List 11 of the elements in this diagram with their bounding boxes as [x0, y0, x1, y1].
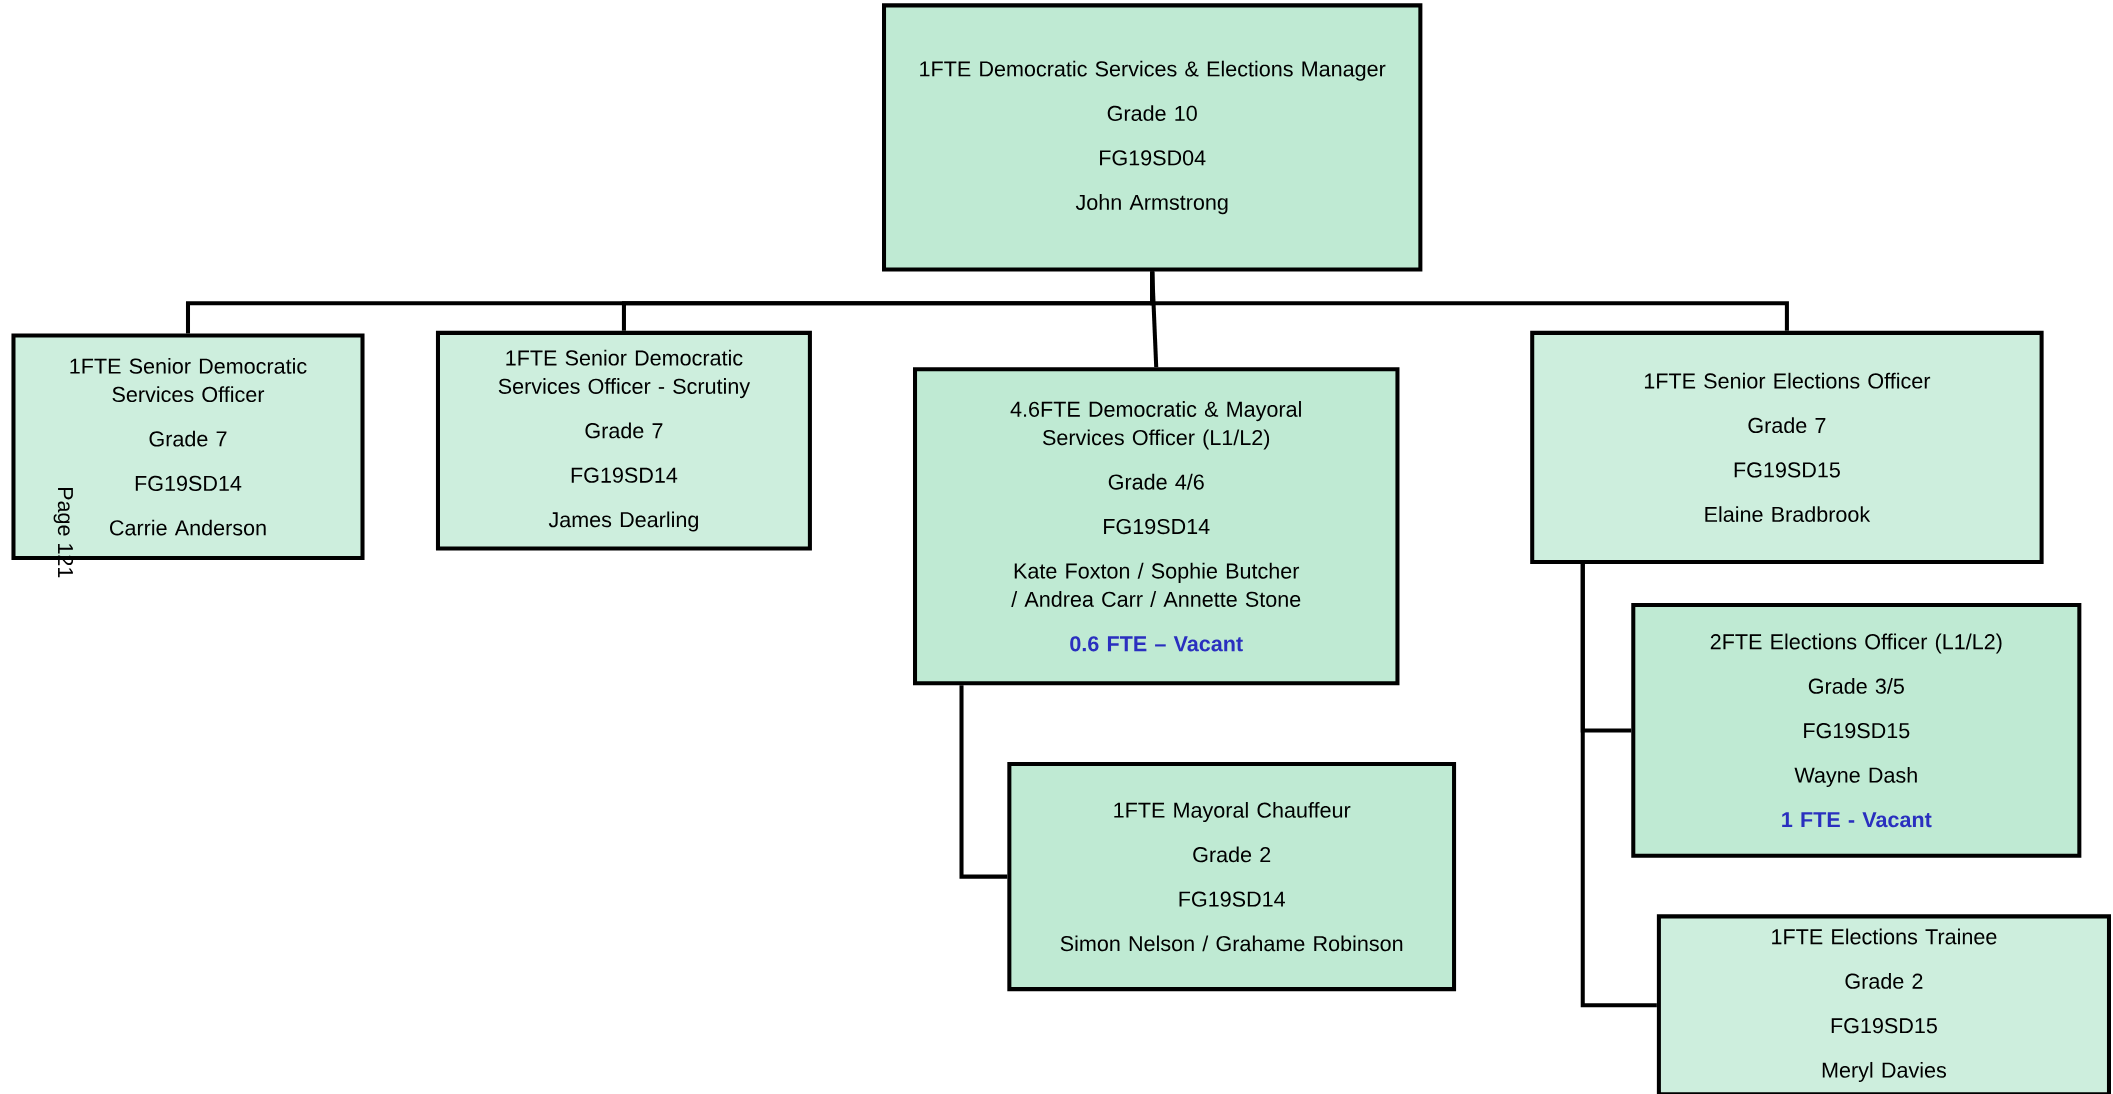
position-box: 1FTE Senior Elections Officer Grade 7 FG19SD15 Elaine Bradbrook: [1530, 330, 2044, 564]
position-box: 4.6FTE Democratic & Mayoral Services Officer (L1/L2) Grade 4/6 FG19SD14 Kate Foxton / Sophie Butcher / Andrea Carr / Annette Stone 0.6 FTE – Vacant: [913, 367, 1400, 686]
position-box: 1FTE Senior Democratic Services Officer - Scrutiny Grade 7 FG19SD14 James Dearling: [435, 330, 812, 551]
connector-line: [1150, 271, 1159, 368]
position-box: 1FTE Elections Trainee Grade 2 FG19SD15 Meryl Davies: [1656, 914, 2111, 1094]
position-box: 2FTE Elections Officer (L1/L2) Grade 3/5 FG19SD15 Wayne Dash 1 FTE - Vacant: [1631, 602, 2082, 858]
connector-line: [1580, 563, 1657, 1008]
position-box: 1FTE Democratic Services & Elections Manager Grade 10 FG19SD04 John Armstrong: [882, 3, 1423, 272]
connector-line: [959, 685, 1008, 879]
connector-line: [1150, 271, 1789, 331]
position-box: 1FTE Mayoral Chauffeur Grade 2 FG19SD14 Simon Nelson / Grahame Robinson: [1007, 761, 1457, 992]
